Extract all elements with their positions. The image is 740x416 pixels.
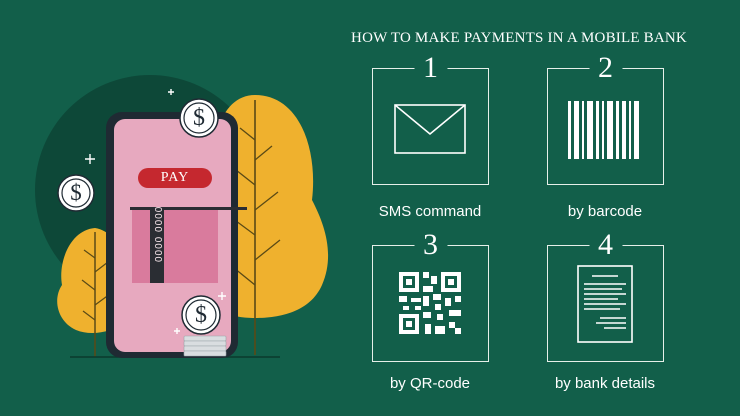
pay-button[interactable]: PAY: [138, 168, 212, 188]
card-number: 0000 0000: [154, 205, 165, 262]
method-label: by barcode: [567, 203, 643, 220]
barcode-icon: [568, 101, 639, 159]
method-label: by bank details: [554, 375, 656, 392]
dollar-coin-icon: [181, 295, 221, 335]
coin-dollar-sign: $: [193, 105, 205, 131]
coin-dollar-sign: $: [195, 302, 207, 328]
dollar-coin-icon: [57, 174, 95, 212]
method-box-qr: 3: [372, 230, 489, 362]
dollar-coin-icon: [179, 98, 219, 138]
smartphone-icon: [106, 112, 247, 358]
document-icon: [577, 265, 633, 343]
method-box-bank-details: 4: [547, 230, 664, 362]
page-title: HOW TO MAKE PAYMENTS IN A MOBILE BANK: [351, 30, 687, 46]
method-label: by QR-code: [389, 375, 471, 392]
step-number: 3: [414, 230, 447, 260]
step-number: 4: [589, 230, 622, 260]
envelope-icon: [394, 104, 466, 154]
sparkle-icon: [85, 89, 226, 334]
coin-dollar-sign: $: [70, 180, 82, 205]
method-box-sms: 1: [372, 53, 489, 185]
qr-code-icon: [399, 272, 461, 334]
method-box-barcode: 2: [547, 53, 664, 185]
method-label: SMS command: [378, 203, 482, 220]
step-number: 2: [589, 53, 622, 83]
step-number: 1: [414, 53, 447, 83]
coin-stack-icon: [183, 335, 227, 357]
